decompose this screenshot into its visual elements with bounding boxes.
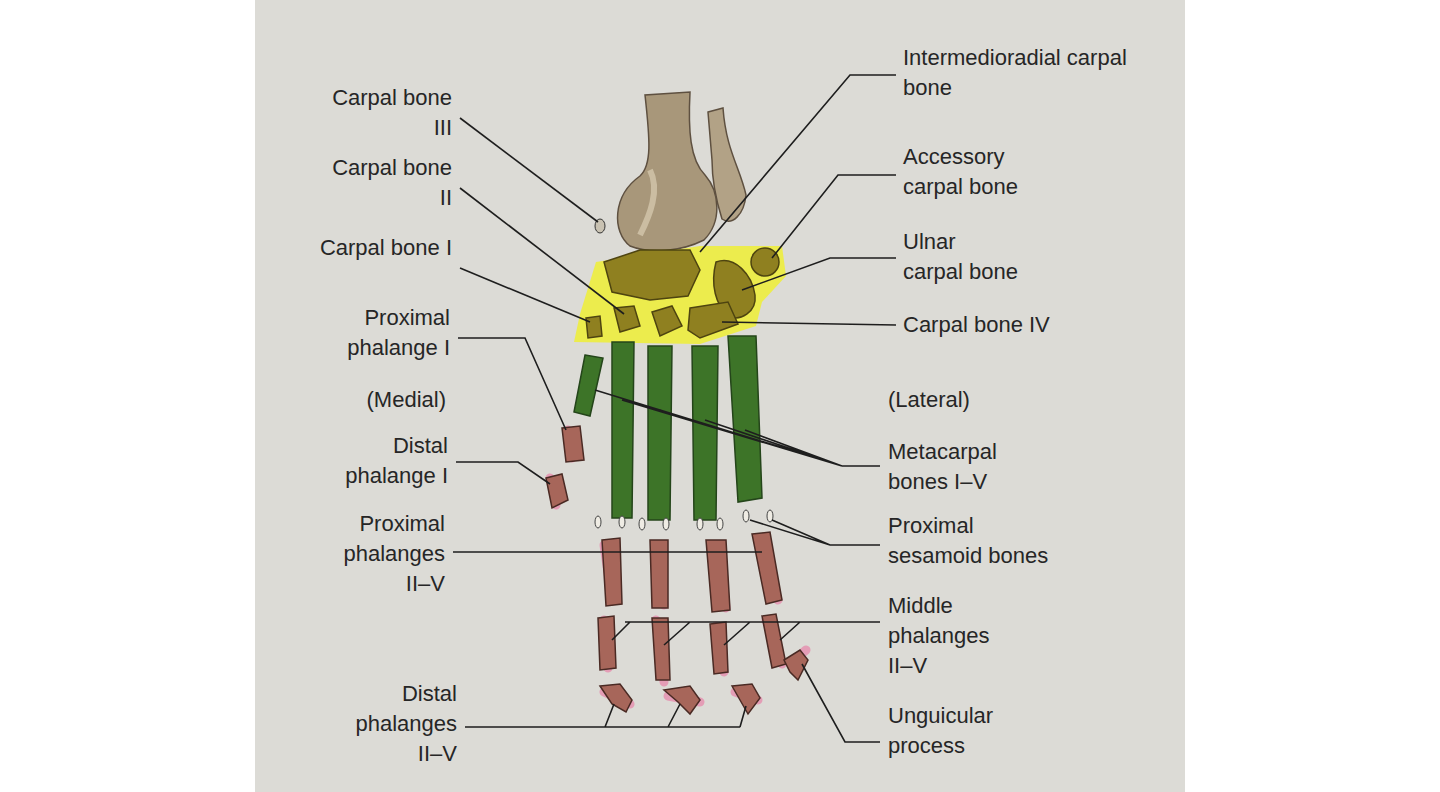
part-label: Metacarpal bones I–V <box>888 437 1013 497</box>
leader-line <box>750 520 880 545</box>
drawing-part <box>600 684 632 712</box>
leader-line <box>465 704 746 727</box>
label-box: Proximal phalange I <box>315 303 450 363</box>
part-label: Intermedioradial carpal bone <box>903 43 1133 103</box>
leader-line <box>460 118 598 222</box>
part-label: Ulnar carpal bone <box>903 227 1019 287</box>
bone-shading <box>640 170 654 235</box>
carpal-bone-i <box>586 316 602 338</box>
carpal-bone-iv <box>688 302 738 338</box>
carpal-bone-iii <box>652 306 682 336</box>
part-label: Accessory carpal bone <box>903 142 1048 202</box>
label-box: Middle phalanges II–V <box>888 591 1008 681</box>
phalanx-bones <box>546 426 808 714</box>
leader-line <box>742 258 896 290</box>
part-label: (Lateral) <box>888 385 1008 415</box>
drawing-part <box>562 426 584 462</box>
label-box: Distal phalanges II–V <box>342 679 457 769</box>
part-label: Proximal phalange I <box>315 303 450 363</box>
drawing-part <box>728 336 762 502</box>
label-box: Metacarpal bones I–V <box>888 437 1013 497</box>
drawing-part <box>664 686 700 714</box>
part-label: Distal phalange I <box>313 431 448 491</box>
label-box: Proximal phalanges II–V <box>325 509 445 599</box>
part-label: Carpal bone II <box>317 153 452 213</box>
drawing-part <box>710 622 728 674</box>
intermedioradial-bone <box>604 250 700 300</box>
drawing-part <box>732 684 760 714</box>
leader-line <box>802 664 880 742</box>
drawing-part <box>602 538 622 606</box>
drawing-part <box>663 518 669 530</box>
leader-line <box>460 188 624 314</box>
leader-line <box>772 175 896 258</box>
drawing-part <box>743 510 749 522</box>
label-box: Proximal sesamoid bones <box>888 511 1063 571</box>
part-label: Carpal bone IV <box>903 310 1123 340</box>
drawing-part <box>612 342 634 518</box>
part-label: Proximal sesamoid bones <box>888 511 1063 571</box>
drawing-part <box>717 518 723 530</box>
label-box: Unguicular process <box>888 701 1013 761</box>
drawing-part <box>546 474 568 508</box>
label-box: Intermedioradial carpal bone <box>903 43 1133 103</box>
part-label: Carpal bone III <box>317 83 452 143</box>
leader-line <box>458 338 566 430</box>
part-label: Middle phalanges II–V <box>888 591 1008 681</box>
part-label: Unguicular process <box>888 701 1013 761</box>
drawing-part <box>639 518 645 530</box>
metacarpal-bones <box>574 336 762 520</box>
carpal-bones <box>586 248 779 338</box>
label-box: Accessory carpal bone <box>903 142 1048 202</box>
phalanx-highlight <box>550 430 806 704</box>
drawing-part <box>752 532 782 604</box>
drawing-part <box>595 516 601 528</box>
carpal-highlight <box>574 246 786 344</box>
drawing-part <box>650 540 668 608</box>
label-box: Carpal bone I <box>317 233 452 263</box>
label-box: (Medial) <box>326 385 446 415</box>
drawing-part <box>692 346 718 520</box>
drawing-part <box>706 540 730 612</box>
label-box: Distal phalange I <box>313 431 448 491</box>
drawing-part <box>784 650 808 680</box>
drawing-part <box>697 518 703 530</box>
photo-ground <box>255 0 1185 792</box>
drawing-part <box>652 618 670 680</box>
leader-line <box>453 551 762 553</box>
part-label: (Medial) <box>326 385 446 415</box>
leader-line <box>722 322 896 325</box>
label-box: Carpal bone IV <box>903 310 1123 340</box>
sesamoid-bones <box>595 510 773 530</box>
leader-line <box>456 462 550 484</box>
accessory-carpal-bone <box>751 248 779 276</box>
leader-line <box>612 622 880 645</box>
drawing-part <box>598 616 616 670</box>
leader-lines <box>453 75 896 742</box>
radius-bone <box>618 92 717 251</box>
leader-line <box>460 268 590 322</box>
part-label: Distal phalanges II–V <box>342 679 457 769</box>
part-label: Carpal bone I <box>317 233 452 263</box>
label-box: Ulnar carpal bone <box>903 227 1019 287</box>
label-box: Carpal bone II <box>317 153 452 213</box>
label-box: Carpal bone III <box>317 83 452 143</box>
part-label: Proximal phalanges II–V <box>325 509 445 599</box>
leader-line <box>595 390 880 466</box>
drawing-part <box>648 346 672 520</box>
drawing-part <box>619 516 625 528</box>
drawing-part <box>574 355 603 416</box>
label-box: (Lateral) <box>888 385 1008 415</box>
